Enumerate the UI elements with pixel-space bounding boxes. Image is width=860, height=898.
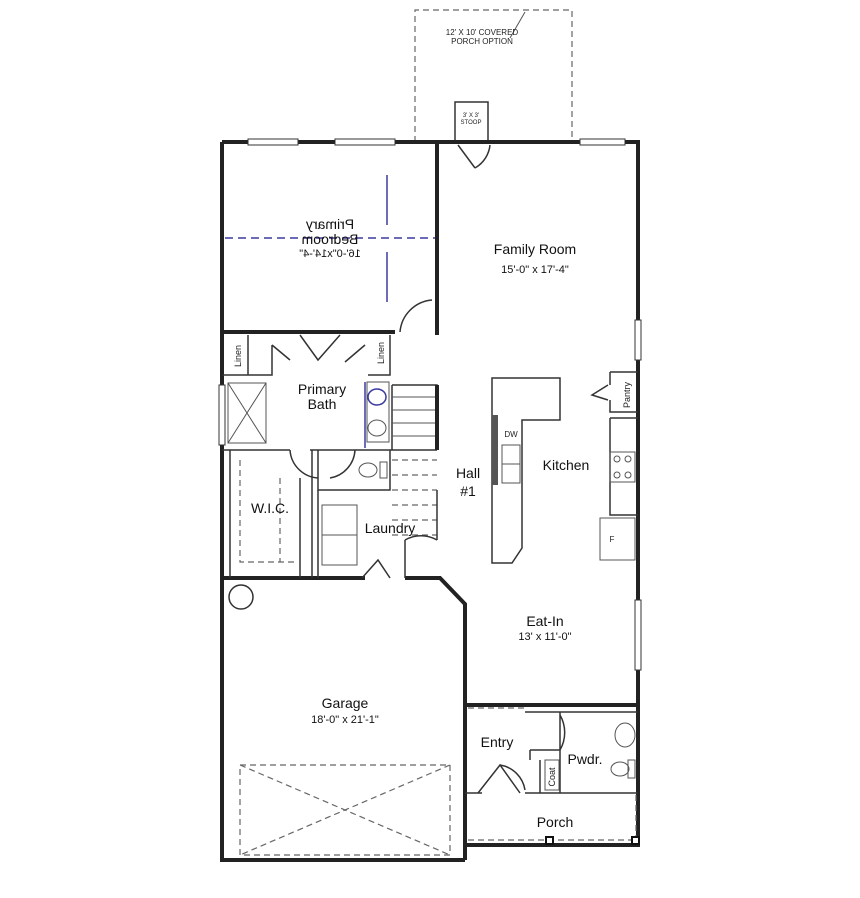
windows xyxy=(218,138,642,671)
door xyxy=(399,299,433,333)
covered-porch-label-2: PORCH OPTION xyxy=(451,37,513,46)
powder-label: Pwdr. xyxy=(567,751,602,767)
garage: Garage 18'-0" x 21'-1" xyxy=(228,584,451,856)
room-label: Primary xyxy=(306,216,354,232)
laundry-label: Laundry xyxy=(365,520,416,536)
laundry: Laundry xyxy=(317,490,438,579)
family-room-dims: 15'-0" x 17'-4" xyxy=(501,264,569,276)
stairs xyxy=(391,384,439,536)
primary-bedroom: Primary Bedroom 16'-0"x14'-4" xyxy=(299,216,361,260)
pantry-label: Pantry xyxy=(622,381,632,408)
eat-in-dims: 13' x 11'-0" xyxy=(518,631,571,643)
kitchen-island: DW xyxy=(491,377,561,564)
stoop: 3' X 3' STOOP xyxy=(454,101,489,143)
hall-label: Hall xyxy=(456,465,480,481)
room-label-2: Bedroom xyxy=(302,231,359,247)
primary-bath-area: Linen Linen Primary Bath xyxy=(222,334,437,578)
garage-label: Garage xyxy=(322,695,369,711)
linen-right-label: Linen xyxy=(376,342,386,364)
primary-bath-label: Primary xyxy=(298,381,346,397)
primary-bath-label-2: Bath xyxy=(308,396,337,412)
stoop-label-2: STOOP xyxy=(461,120,482,126)
room-dims: 16'-0"x14'-4" xyxy=(299,248,361,260)
kitchen-label: Kitchen xyxy=(543,457,590,473)
stoop-label: 3' X 3' xyxy=(463,113,479,119)
covered-porch-option: 12' X 10' COVERED PORCH OPTION xyxy=(414,9,573,142)
fridge-label: F xyxy=(610,535,615,544)
coat-label: Coat xyxy=(547,767,557,787)
back-door xyxy=(457,144,491,169)
dishwasher-label: DW xyxy=(504,430,518,439)
eat-in-label: Eat-In xyxy=(526,613,563,629)
wic-label: W.I.C. xyxy=(251,500,289,516)
kitchen-counter: F Pantry xyxy=(590,371,638,561)
covered-porch-label: 12' X 10' COVERED xyxy=(446,28,519,37)
hall-label-2: #1 xyxy=(460,483,476,499)
wic: W.I.C. xyxy=(229,450,301,578)
garage-dims: 18'-0" x 21'-1" xyxy=(311,714,379,726)
entry-area: Entry Coat Pwdr. Porch xyxy=(465,707,640,845)
flip-annotation xyxy=(225,175,435,302)
porch-label: Porch xyxy=(537,814,574,830)
entry-label: Entry xyxy=(481,734,514,750)
linen-left-label: Linen xyxy=(233,345,243,367)
family-room-label: Family Room xyxy=(494,241,576,257)
